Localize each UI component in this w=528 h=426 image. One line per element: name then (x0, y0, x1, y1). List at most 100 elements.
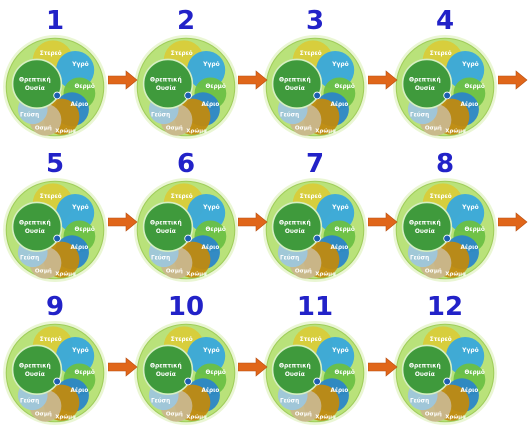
wheel-label-gas: Αέριο (201, 387, 219, 394)
wheel-label-solid: Στερεό (40, 50, 62, 57)
wheel-label-hot: Θερμό (465, 369, 485, 376)
wheel-center-dot (184, 234, 192, 243)
wheel-label-color: Χρώμα (186, 414, 207, 421)
arrow-right-icon (238, 357, 268, 377)
wheel-label-taste: Γεύση (410, 255, 429, 262)
wheel-label-taste: Γεύση (280, 255, 299, 262)
arrow-right-icon (108, 212, 138, 232)
wheel-label-taste: Γεύση (280, 112, 299, 119)
wheel-label-smell: Οσμή (295, 124, 312, 131)
wheel-label-liquid: Υγρό (71, 61, 89, 68)
wheel-label-smell: Οσμή (166, 267, 183, 274)
wheel-label-gas: Αέριο (70, 387, 88, 394)
senses-wheel: ΣτερεόΥγρόΘερμόΑέριοΘρεπτικήΟυσίαΓεύσηΟσ… (393, 178, 497, 282)
wheel-label-color: Χρώμα (186, 271, 207, 278)
wheel-center-dot (184, 91, 192, 100)
petal-substance (401, 58, 453, 109)
wheel-label-hot: Θερμό (206, 83, 226, 90)
wheel-label-smell: Οσμή (425, 124, 442, 131)
arrow-right-icon (238, 70, 268, 90)
wheel-label-taste: Γεύση (20, 112, 39, 119)
wheel-label-substance_l2: Ουσία (415, 228, 435, 235)
wheel-label-smell: Οσμή (295, 410, 312, 417)
wheel-label-gas: Αέριο (330, 244, 348, 251)
wheel-center-dot (443, 91, 451, 100)
petal-substance (11, 201, 63, 252)
senses-wheel: ΣτερεόΥγρόΘερμόΑέριοΘρεπτικήΟυσίαΓεύσηΟσ… (134, 321, 238, 425)
petal-substance (271, 201, 323, 252)
step-number: 9 (45, 292, 65, 322)
wheel-label-hot: Θερμό (335, 226, 355, 233)
wheel-label-liquid: Υγρό (71, 347, 89, 354)
wheel-label-liquid: Υγρό (202, 204, 220, 211)
wheel-label-gas: Αέριο (70, 101, 88, 108)
step-number: 10 (167, 292, 205, 322)
wheel-label-color: Χρώμα (445, 128, 466, 135)
petal-substance (11, 344, 63, 395)
wheel-label-smell: Οσμή (425, 410, 442, 417)
wheel-label-hot: Θερμό (465, 226, 485, 233)
wheel-label-substance_l1: Θρεπτική (409, 77, 441, 84)
step-number: 7 (305, 149, 325, 179)
petal-substance (142, 344, 194, 395)
wheel-label-smell: Οσμή (35, 410, 52, 417)
petal-substance (271, 58, 323, 109)
wheel-label-liquid: Υγρό (461, 61, 479, 68)
wheel-label-taste: Γεύση (20, 398, 39, 405)
wheel-label-liquid: Υγρό (202, 61, 220, 68)
wheel-label-liquid: Υγρό (331, 204, 349, 211)
wheel-label-color: Χρώμα (55, 128, 76, 135)
wheel-label-substance_l1: Θρεπτική (150, 220, 182, 227)
step-number: 1 (45, 6, 65, 36)
senses-wheel: ΣτερεόΥγρόΘερμόΑέριοΘρεπτικήΟυσίαΓεύσηΟσ… (393, 35, 497, 139)
step-number: 12 (426, 292, 464, 322)
wheel-label-color: Χρώμα (55, 271, 76, 278)
wheel-label-substance_l1: Θρεπτική (409, 363, 441, 370)
arrow-right-icon (108, 357, 138, 377)
wheel-label-substance_l1: Θρεπτική (279, 363, 311, 370)
senses-wheel: ΣτερεόΥγρόΘερμόΑέριοΘρεπτικήΟυσίαΓεύσηΟσ… (263, 321, 367, 425)
wheel-label-substance_l2: Ουσία (285, 228, 305, 235)
wheel-label-hot: Θερμό (206, 226, 226, 233)
wheel-label-taste: Γεύση (151, 398, 170, 405)
wheel-label-taste: Γεύση (280, 398, 299, 405)
wheel-label-substance_l2: Ουσία (285, 371, 305, 378)
senses-wheel: ΣτερεόΥγρόΘερμόΑέριοΘρεπτικήΟυσίαΓεύσηΟσ… (3, 321, 107, 425)
step-number: 5 (45, 149, 65, 179)
wheel-label-solid: Στερεό (430, 50, 452, 57)
wheel-label-gas: Αέριο (70, 244, 88, 251)
arrow-right-icon (368, 357, 398, 377)
wheel-label-substance_l2: Ουσία (156, 85, 176, 92)
senses-wheel: ΣτερεόΥγρόΘερμόΑέριοΘρεπτικήΟυσίαΓεύσηΟσ… (3, 178, 107, 282)
wheel-label-liquid: Υγρό (202, 347, 220, 354)
step-number: 3 (305, 6, 325, 36)
petal-substance (401, 201, 453, 252)
wheel-label-solid: Στερεό (300, 193, 322, 200)
wheel-label-gas: Αέριο (460, 244, 478, 251)
step-number: 11 (296, 292, 334, 322)
wheel-label-color: Χρώμα (315, 128, 336, 135)
wheel-center-dot (313, 377, 321, 386)
petal-substance (142, 201, 194, 252)
wheel-label-substance_l1: Θρεπτική (150, 77, 182, 84)
arrow-right-icon (238, 212, 268, 232)
wheel-label-substance_l1: Θρεπτική (19, 363, 51, 370)
wheel-label-color: Χρώμα (445, 414, 466, 421)
wheel-label-smell: Οσμή (295, 267, 312, 274)
wheel-label-substance_l2: Ουσία (415, 371, 435, 378)
wheel-label-hot: Θερμό (335, 83, 355, 90)
wheel-label-solid: Στερεό (40, 193, 62, 200)
wheel-label-liquid: Υγρό (331, 61, 349, 68)
wheel-label-hot: Θερμό (335, 369, 355, 376)
wheel-label-solid: Στερεό (430, 193, 452, 200)
wheel-label-smell: Οσμή (166, 410, 183, 417)
senses-wheel: ΣτερεόΥγρόΘερμόΑέριοΘρεπτικήΟυσίαΓεύσηΟσ… (263, 35, 367, 139)
wheel-label-solid: Στερεό (40, 336, 62, 343)
wheel-label-gas: Αέριο (330, 101, 348, 108)
wheel-center-dot (443, 234, 451, 243)
wheel-label-solid: Στερεό (430, 336, 452, 343)
wheel-label-liquid: Υγρό (461, 347, 479, 354)
